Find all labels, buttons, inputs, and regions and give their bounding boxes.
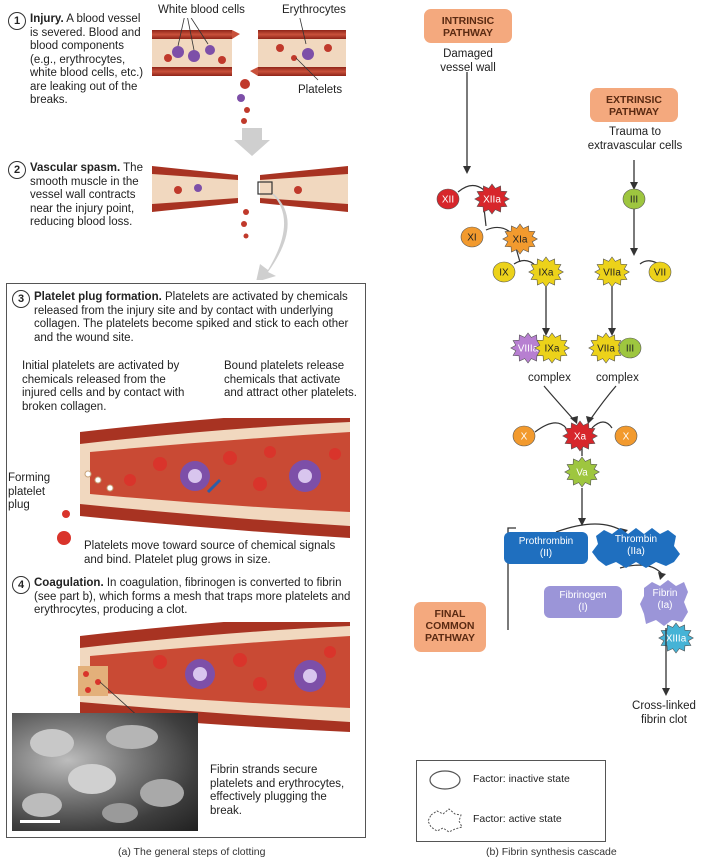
legend-active-icon — [427, 808, 463, 833]
step-4-text: Coagulation. In coagulation, fibrinogen … — [34, 577, 360, 618]
caption-b: (b) Fibrin synthesis cascade — [486, 846, 617, 858]
coagulation-vessel — [78, 622, 350, 732]
label-erythrocytes: Erythrocytes — [282, 4, 346, 16]
step-4-body: In coagulation, fibrinogen is converted … — [34, 577, 351, 616]
fibrin-roman: (Ia) — [657, 600, 673, 611]
legend-box: Factor: inactive state Factor: active st… — [416, 760, 606, 842]
fibrinogen-box: Fibrinogen (I) — [544, 586, 622, 618]
prothrombin-label: Prothrombin — [518, 536, 574, 547]
prothrombin-roman: (II) — [539, 548, 553, 559]
thrombin-label: Thrombin — [614, 534, 658, 545]
step-3-title: Platelet plug formation. — [34, 291, 162, 303]
step-arrow-1 — [234, 128, 270, 156]
step-1-body: A blood vessel is severed. Blood and blo… — [30, 13, 144, 106]
extrinsic-pathway-box: EXTRINSIC PATHWAY — [590, 88, 678, 122]
fibrin-text: Fibrin (Ia) — [640, 588, 690, 612]
intrinsic-pathway-box: INTRINSIC PATHWAY — [424, 9, 512, 43]
fibrinogen-roman: (I) — [578, 602, 588, 613]
legend-inactive-icon — [429, 770, 461, 790]
thrombin-roman: (IIa) — [627, 546, 645, 557]
micrograph-photo — [12, 713, 198, 831]
step-2-body: The smooth muscle in the vessel wall con… — [30, 162, 143, 228]
plug-blood-drops — [57, 510, 71, 545]
platelets-move-text: Platelets move toward source of chemical… — [84, 540, 336, 566]
complex-label-2: complex — [596, 372, 639, 384]
vessel-injury-illustration — [152, 18, 346, 124]
extrinsic-cause: Trauma to extravascular cells — [587, 126, 683, 152]
vessel-spasm-illustration — [152, 166, 348, 280]
prothrombin-box: Prothrombin (II) — [504, 532, 588, 564]
fibrin-label: Fibrin — [652, 588, 678, 599]
step-3-number: 3 — [12, 290, 30, 308]
step-2-text: Vascular spasm. The smooth muscle in the… — [30, 162, 154, 230]
complex-label-1: complex — [528, 372, 571, 384]
scale-bar — [20, 820, 60, 823]
forming-platelet-plug-label: Forming platelet plug — [8, 472, 51, 511]
thrombin-burst — [592, 528, 680, 568]
label-platelets: Platelets — [298, 84, 343, 96]
legend-inactive-label: Factor: inactive state — [473, 773, 570, 785]
fibrinogen-label: Fibrinogen — [559, 590, 607, 601]
initial-platelets-text: Initial platelets are activated by chemi… — [22, 360, 185, 413]
thrombin-text: Thrombin (IIa) — [596, 534, 676, 558]
final-common-pathway-box: FINAL COMMON PATHWAY — [414, 602, 486, 652]
fibrin-down-arrow — [662, 628, 670, 696]
step-4-number: 4 — [12, 576, 30, 594]
step-2-number: 2 — [8, 161, 26, 179]
bound-platelets-text: Bound platelets release chemicals that a… — [224, 360, 357, 399]
crosslinked-clot-label: Cross-linked fibrin clot — [632, 700, 696, 726]
intrinsic-cause: Damaged vessel wall — [440, 48, 496, 74]
label-white-blood-cells: White blood cells — [158, 4, 245, 16]
fibrin-strands-text: Fibrin strands secure platelets and eryt… — [210, 764, 345, 817]
step-2-title: Vascular spasm. — [30, 162, 121, 174]
legend-active-label: Factor: active state — [473, 813, 562, 825]
step-3-body: Platelets are activated by chemicals rel… — [34, 291, 349, 344]
step-1-number: 1 — [8, 12, 26, 30]
fibrin-burst — [640, 580, 688, 626]
step-1-text: Injury. A blood vessel is severed. Blood… — [30, 13, 148, 108]
platelet-plug-vessel — [80, 418, 350, 538]
step-3-text: Platelet plug formation. Platelets are a… — [34, 291, 360, 345]
step-4-title: Coagulation. — [34, 577, 104, 589]
caption-a: (a) The general steps of clotting — [118, 846, 266, 858]
step-1-title: Injury. — [30, 13, 64, 25]
